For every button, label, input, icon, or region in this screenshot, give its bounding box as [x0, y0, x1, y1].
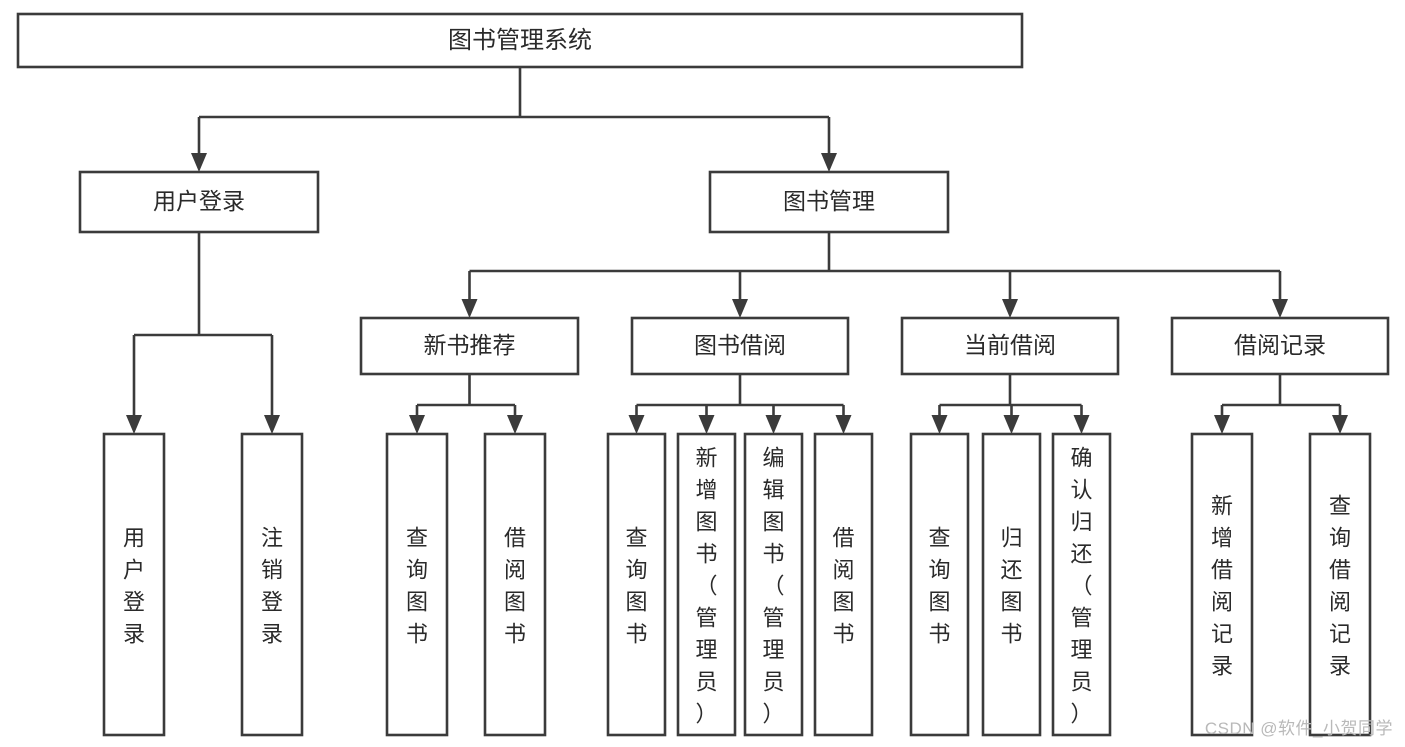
conn-mgmt-branch-0-arrowhead	[461, 299, 478, 318]
node-l3-0-rect[interactable]	[359, 316, 580, 376]
node-leaf-2-2-rect[interactable]	[1051, 432, 1112, 737]
conn-mgmt-branch-3-arrowhead	[1272, 299, 1288, 318]
conn-l3-1-branch-1-arrowhead	[698, 415, 715, 434]
node-l3-1-label: 图书借阅	[694, 332, 786, 358]
node-leaf-user-0-label: 用户登录	[123, 525, 145, 646]
node-l3-3-rect[interactable]	[1170, 316, 1390, 376]
node-l2-0[interactable]: 用户登录	[78, 170, 320, 234]
conn-root-branch-1-arrowhead	[821, 153, 837, 172]
node-leaf-2-1-rect[interactable]	[981, 432, 1042, 737]
node-leaf-3-1[interactable]: 查询借阅记录	[1308, 432, 1372, 737]
conn-l3-2-branch-2-arrowhead	[1073, 415, 1090, 434]
conn-user-branch-0-arrowhead	[126, 415, 142, 434]
connectors-layer	[126, 67, 1348, 434]
conn-l3-3-branch-1-arrowhead	[1332, 415, 1348, 434]
node-l3-0-label: 新书推荐	[424, 332, 516, 358]
node-leaf-0-0-label: 查询图书	[406, 525, 428, 646]
node-leaf-user-1[interactable]: 注销登录	[240, 432, 304, 737]
node-l3-1[interactable]: 图书借阅	[630, 316, 850, 376]
conn-root-branch-0-arrowhead	[191, 153, 207, 172]
node-leaf-1-0-label: 查询图书	[625, 525, 647, 646]
node-leaf-1-3-rect[interactable]	[813, 432, 874, 737]
node-root-label: 图书管理系统	[448, 27, 592, 54]
node-l3-2-label: 当前借阅	[964, 332, 1056, 358]
node-l3-2[interactable]: 当前借阅	[900, 316, 1120, 376]
conn-l3-1-branch-0-arrowhead	[628, 415, 645, 434]
node-leaf-1-3-label: 借阅图书	[832, 525, 854, 646]
node-leaf-0-0-rect[interactable]	[385, 432, 449, 737]
node-l2-0-label: 用户登录	[153, 188, 245, 214]
conn-l3-0-branch-1-arrowhead	[507, 415, 523, 434]
node-leaf-1-1-label: 新增图书（管理员）	[695, 445, 717, 726]
node-leaf-1-0[interactable]: 查询图书	[606, 432, 667, 737]
node-l3-1-rect[interactable]	[630, 316, 850, 376]
node-leaf-2-2-label: 确认归还（管理员）	[1070, 445, 1092, 726]
conn-l3-2-branch-0-arrowhead	[931, 415, 948, 434]
conn-mgmt-branch-1-arrowhead	[732, 299, 748, 318]
node-l3-3-label: 借阅记录	[1234, 332, 1326, 358]
conn-l3-2-branch-1-arrowhead	[1003, 415, 1020, 434]
conn-l3-1-branch-2-arrowhead	[765, 415, 782, 434]
node-l2-1[interactable]: 图书管理	[708, 170, 950, 234]
node-leaf-user-1-rect[interactable]	[240, 432, 304, 737]
node-leaf-3-0-rect[interactable]	[1190, 432, 1254, 737]
node-leaf-1-2-rect[interactable]	[743, 432, 804, 737]
node-l2-1-rect[interactable]	[708, 170, 950, 234]
node-leaf-2-0[interactable]: 查询图书	[909, 432, 970, 737]
conn-l3-3-branch-0-arrowhead	[1214, 415, 1230, 434]
node-l3-2-rect[interactable]	[900, 316, 1120, 376]
node-leaf-2-1-label: 归还图书	[1000, 525, 1022, 646]
node-leaf-1-3[interactable]: 借阅图书	[813, 432, 874, 737]
node-leaf-user-1-label: 注销登录	[261, 525, 283, 646]
node-leaf-1-2[interactable]: 编辑图书（管理员）	[743, 432, 804, 737]
node-leaf-3-0-label: 新增借阅记录	[1211, 493, 1233, 678]
node-leaf-2-0-label: 查询图书	[928, 525, 950, 646]
node-leaf-0-1[interactable]: 借阅图书	[483, 432, 547, 737]
node-leaf-3-1-label: 查询借阅记录	[1329, 493, 1351, 678]
conn-mgmt-branch-2-arrowhead	[1002, 299, 1018, 318]
node-leaf-3-1-rect[interactable]	[1308, 432, 1372, 737]
node-root[interactable]: 图书管理系统	[16, 12, 1024, 69]
node-leaf-1-2-label: 编辑图书（管理员）	[762, 445, 784, 726]
node-root-rect[interactable]	[16, 12, 1024, 69]
conn-l3-0-branch-0-arrowhead	[409, 415, 425, 434]
conn-l3-1-branch-3-arrowhead	[835, 415, 852, 434]
node-leaf-2-2[interactable]: 确认归还（管理员）	[1051, 432, 1112, 737]
node-leaf-1-1[interactable]: 新增图书（管理员）	[676, 432, 737, 737]
node-leaf-2-0-rect[interactable]	[909, 432, 970, 737]
node-leaf-0-0[interactable]: 查询图书	[385, 432, 449, 737]
node-leaf-1-0-rect[interactable]	[606, 432, 667, 737]
node-l3-0[interactable]: 新书推荐	[359, 316, 580, 376]
node-leaf-0-1-rect[interactable]	[483, 432, 547, 737]
node-leaf-user-0-rect[interactable]	[102, 432, 166, 737]
node-leaf-user-0[interactable]: 用户登录	[102, 432, 166, 737]
nodes-layer: 图书管理系统用户登录图书管理用户登录注销登录新书推荐图书借阅当前借阅借阅记录查询…	[16, 12, 1390, 737]
conn-user-branch-1-arrowhead	[264, 415, 280, 434]
node-leaf-3-0[interactable]: 新增借阅记录	[1190, 432, 1254, 737]
node-l2-1-label: 图书管理	[783, 188, 875, 214]
node-l2-0-rect[interactable]	[78, 170, 320, 234]
node-l3-3[interactable]: 借阅记录	[1170, 316, 1390, 376]
node-leaf-0-1-label: 借阅图书	[504, 525, 526, 646]
node-leaf-1-1-rect[interactable]	[676, 432, 737, 737]
node-leaf-2-1[interactable]: 归还图书	[981, 432, 1042, 737]
